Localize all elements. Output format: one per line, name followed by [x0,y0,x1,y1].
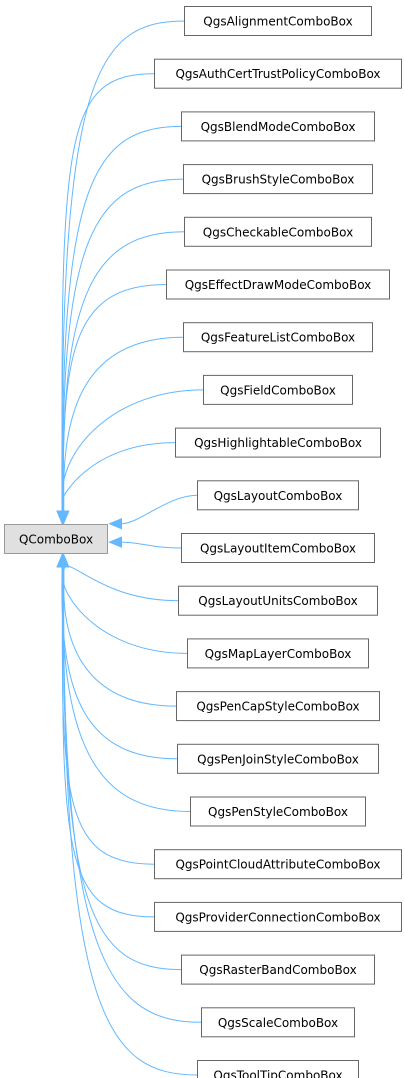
inheritance-edge [62,567,188,654]
derived-class-box [154,58,402,89]
derived-class-label: QgsPenStyleComboBox [208,805,348,819]
derived-class-node-qgs-auth-cert-trust-policy-combo-box[interactable]: QgsAuthCertTrustPolicyComboBox [154,58,402,89]
derived-class-label: QgsPenCapStyleComboBox [196,700,359,714]
derived-class-label: QgsAlignmentComboBox [203,15,352,29]
arrowhead [108,517,122,530]
derived-class-node-qgs-pen-join-style-combo-box[interactable]: QgsPenJoinStyleComboBox [177,743,379,774]
arrowhead [56,510,69,525]
derived-class-node-qgs-brush-style-combo-box[interactable]: QgsBrushStyleComboBox [183,164,373,195]
base-class-node[interactable]: QComboBox [4,524,108,554]
inheritance-edge [61,389,204,511]
derived-class-label: QgsLayoutItemComboBox [200,542,356,556]
derived-class-node-qgs-pen-cap-style-combo-box[interactable]: QgsPenCapStyleComboBox [176,691,380,722]
inheritance-edge [61,442,176,511]
derived-class-box [201,1007,355,1038]
derived-class-box [183,164,373,195]
derived-class-box [177,743,379,774]
inheritance-edge [61,73,155,511]
derived-class-box [176,691,380,722]
derived-class-label: QgsFieldComboBox [220,383,336,397]
inheritance-edge [121,541,182,549]
edges-layer [56,20,204,1076]
derived-class-node-qgs-alignment-combo-box[interactable]: QgsAlignmentComboBox [184,6,372,36]
inheritance-edge [61,567,191,812]
derived-class-node-qgs-map-layer-combo-box[interactable]: QgsMapLayerComboBox [187,638,369,669]
derived-class-node-qgs-raster-band-combo-box[interactable]: QgsRasterBandComboBox [181,954,375,985]
derived-class-box [166,269,390,300]
inheritance-edge [121,494,198,525]
derived-class-node-qgs-effect-draw-mode-combo-box[interactable]: QgsEffectDrawModeComboBox [166,269,390,300]
inheritance-edge [62,565,179,602]
derived-class-box [175,427,381,458]
derived-class-node-qgs-blend-mode-combo-box[interactable]: QgsBlendModeComboBox [181,111,375,142]
derived-class-label: QgsPenJoinStyleComboBox [197,752,359,766]
derived-class-node-qgs-highlightable-combo-box[interactable]: QgsHighlightableComboBox [175,427,381,458]
derived-class-box [190,796,366,827]
derived-class-box [197,1060,359,1078]
derived-class-label: QgsEffectDrawModeComboBox [185,278,372,292]
derived-class-node-qgs-tool-tip-combo-box[interactable]: QgsToolTipComboBox [197,1060,359,1078]
derived-class-node-qgs-feature-list-combo-box[interactable]: QgsFeatureListComboBox [183,322,373,353]
derived-class-box [203,374,353,405]
derived-class-box [181,954,375,985]
inheritance-edge [62,125,182,511]
base-class-box [4,524,108,554]
derived-class-box [181,111,375,142]
derived-class-box [197,480,359,511]
inheritance-edge [63,336,184,511]
arrowhead [58,553,70,568]
derived-class-box [178,585,378,616]
derived-class-label: QgsBrushStyleComboBox [202,173,355,187]
derived-class-label: QgsCheckableComboBox [203,225,353,239]
inheritance-edge [62,178,184,511]
derived-class-label: QgsProviderConnectionComboBox [175,910,380,924]
derived-classes-layer: QgsAlignmentComboBoxQgsAuthCertTrustPoli… [154,6,402,1078]
derived-class-label: QgsAuthCertTrustPolicyComboBox [175,67,380,81]
derived-class-node-qgs-pen-style-combo-box[interactable]: QgsPenStyleComboBox [190,796,366,827]
derived-class-label: QgsMapLayerComboBox [205,647,352,661]
derived-class-node-qgs-point-cloud-attribute-combo-box[interactable]: QgsPointCloudAttributeComboBox [154,849,402,880]
derived-class-box [154,901,402,932]
derived-class-label: QgsHighlightableComboBox [194,436,362,450]
derived-class-node-qgs-scale-combo-box[interactable]: QgsScaleComboBox [201,1007,355,1038]
derived-class-label: QgsScaleComboBox [218,1016,338,1030]
derived-class-box [154,849,402,880]
inheritance-edge [62,567,155,918]
derived-class-node-qgs-layout-combo-box[interactable]: QgsLayoutComboBox [197,480,359,511]
arrowhead [108,536,122,548]
derived-class-box [187,638,369,669]
derived-class-label: QgsToolTipComboBox [213,1069,342,1078]
derived-class-box [184,6,372,36]
derived-class-label: QgsLayoutUnitsComboBox [198,594,357,608]
derived-class-label: QgsRasterBandComboBox [199,963,357,977]
inheritance-edge [62,567,202,1023]
derived-class-node-qgs-provider-connection-combo-box[interactable]: QgsProviderConnectionComboBox [154,901,402,932]
derived-class-label: QgsPointCloudAttributeComboBox [175,858,380,872]
inheritance-edge [62,284,167,511]
inheritance-edge [61,567,155,865]
base-class-label: QComboBox [19,533,93,547]
derived-class-label: QgsLayoutComboBox [214,489,343,503]
derived-class-box [184,216,372,247]
derived-class-node-qgs-layout-units-combo-box[interactable]: QgsLayoutUnitsComboBox [178,585,378,616]
derived-class-box [183,322,373,353]
derived-class-label: QgsBlendModeComboBox [201,120,356,134]
derived-class-box [181,533,375,563]
derived-class-node-qgs-layout-item-combo-box[interactable]: QgsLayoutItemComboBox [181,533,375,563]
inheritance-edge [61,20,185,511]
derived-class-node-qgs-checkable-combo-box[interactable]: QgsCheckableComboBox [184,216,372,247]
inheritance-edge [63,567,198,1076]
derived-class-label: QgsFeatureListComboBox [201,331,355,345]
derived-class-node-qgs-field-combo-box[interactable]: QgsFieldComboBox [203,374,353,405]
inheritance-edge [63,567,177,707]
